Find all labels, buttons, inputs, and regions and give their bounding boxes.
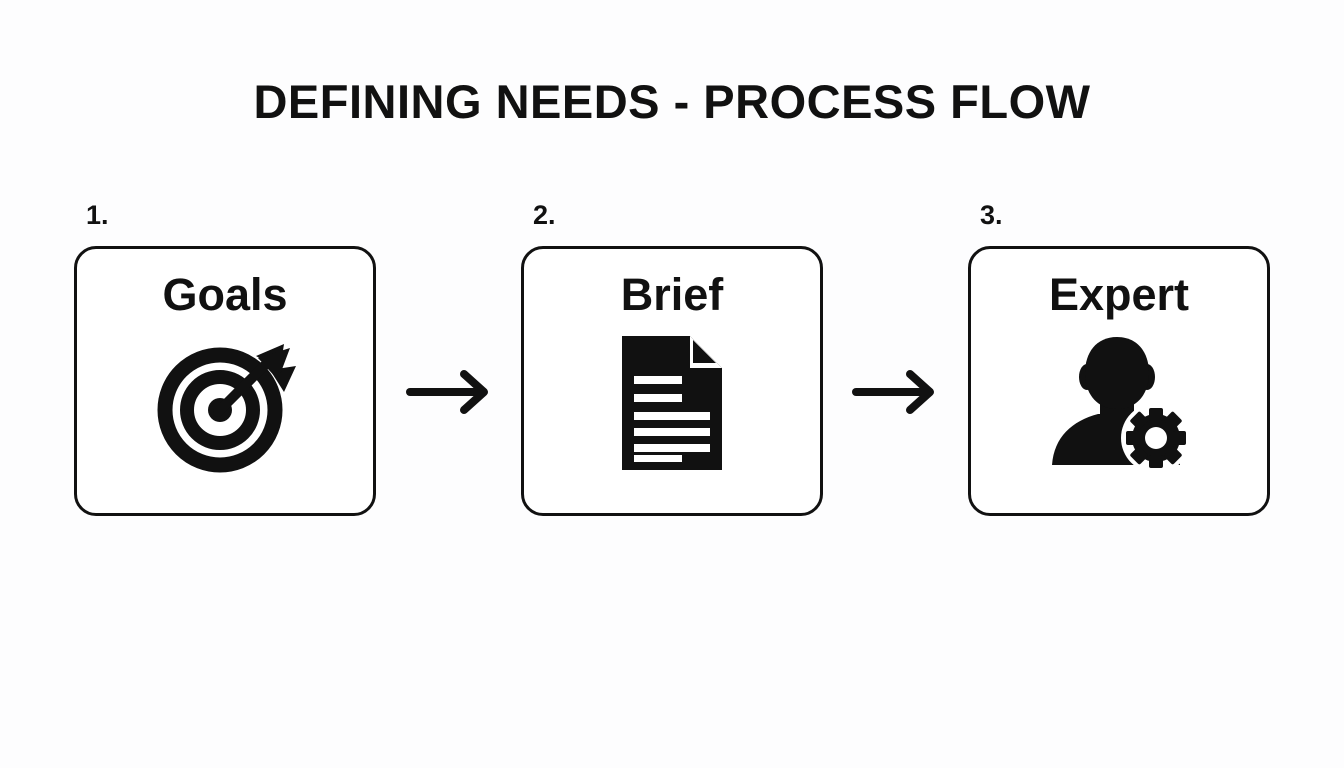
- step-title-expert: Expert: [1048, 269, 1190, 320]
- process-flow: 1. Goals: [0, 200, 1344, 540]
- step-number-label: 2.: [533, 200, 556, 230]
- page-title: DEFINING NEEDS - PROCESS FLOW: [253, 75, 1091, 128]
- process-step-goals[interactable]: 1. Goals: [74, 200, 376, 516]
- person-gear-icon: [1044, 328, 1194, 478]
- arrow-right-icon: [850, 366, 942, 418]
- step-title-goals: Goals: [162, 269, 288, 320]
- step-number-label: 3.: [980, 200, 1003, 230]
- step-card-brief[interactable]: Brief: [521, 246, 823, 516]
- process-step-expert[interactable]: 3. Expert: [968, 200, 1270, 516]
- arrow-right-icon: [404, 366, 496, 418]
- step-title-brief: Brief: [620, 269, 724, 320]
- step-card-goals[interactable]: Goals: [74, 246, 376, 516]
- process-step-brief[interactable]: 2. Brief: [521, 200, 823, 516]
- document-icon: [597, 328, 747, 478]
- step-card-expert[interactable]: Expert: [968, 246, 1270, 516]
- step-number-label: 1.: [86, 200, 109, 230]
- target-arrow-icon: [150, 328, 300, 478]
